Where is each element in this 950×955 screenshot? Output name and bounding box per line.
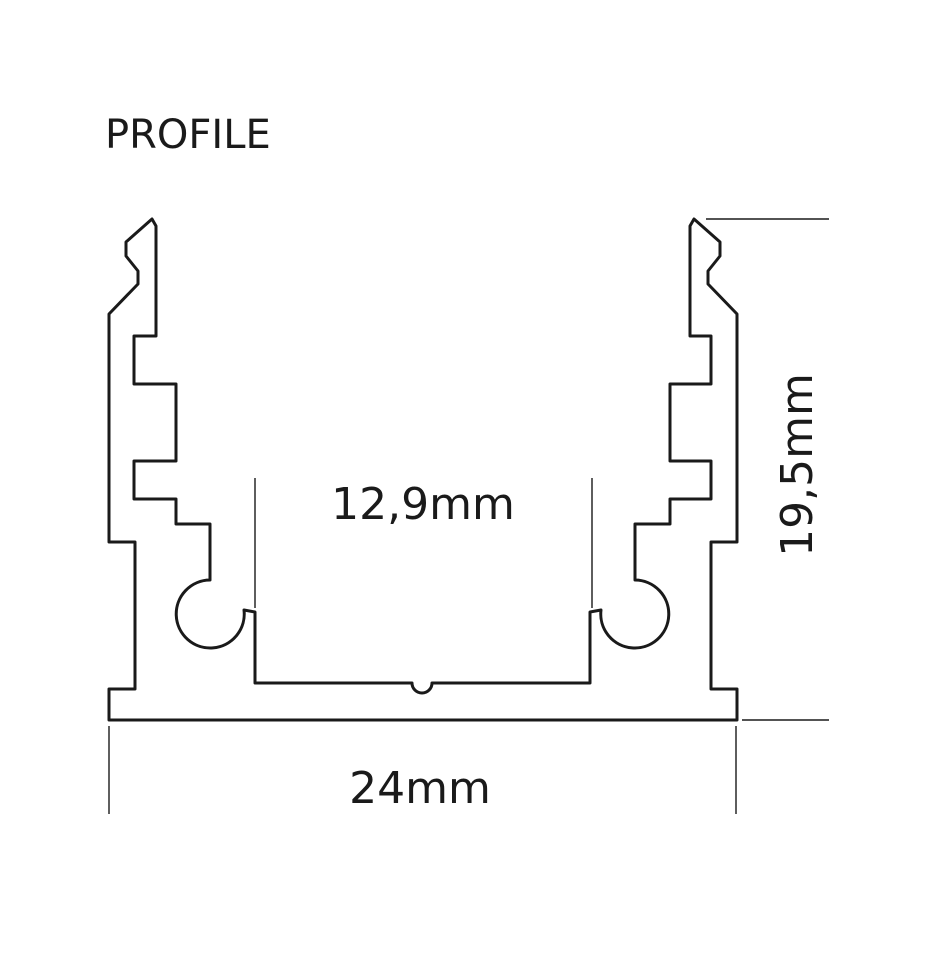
inner-width-label: 12,9mm [331, 479, 515, 530]
height-label: 19,5mm [772, 373, 823, 557]
diagram-title: PROFILE [105, 112, 271, 158]
profile-outline [107, 217, 739, 722]
outer-width-label: 24mm [349, 763, 491, 814]
